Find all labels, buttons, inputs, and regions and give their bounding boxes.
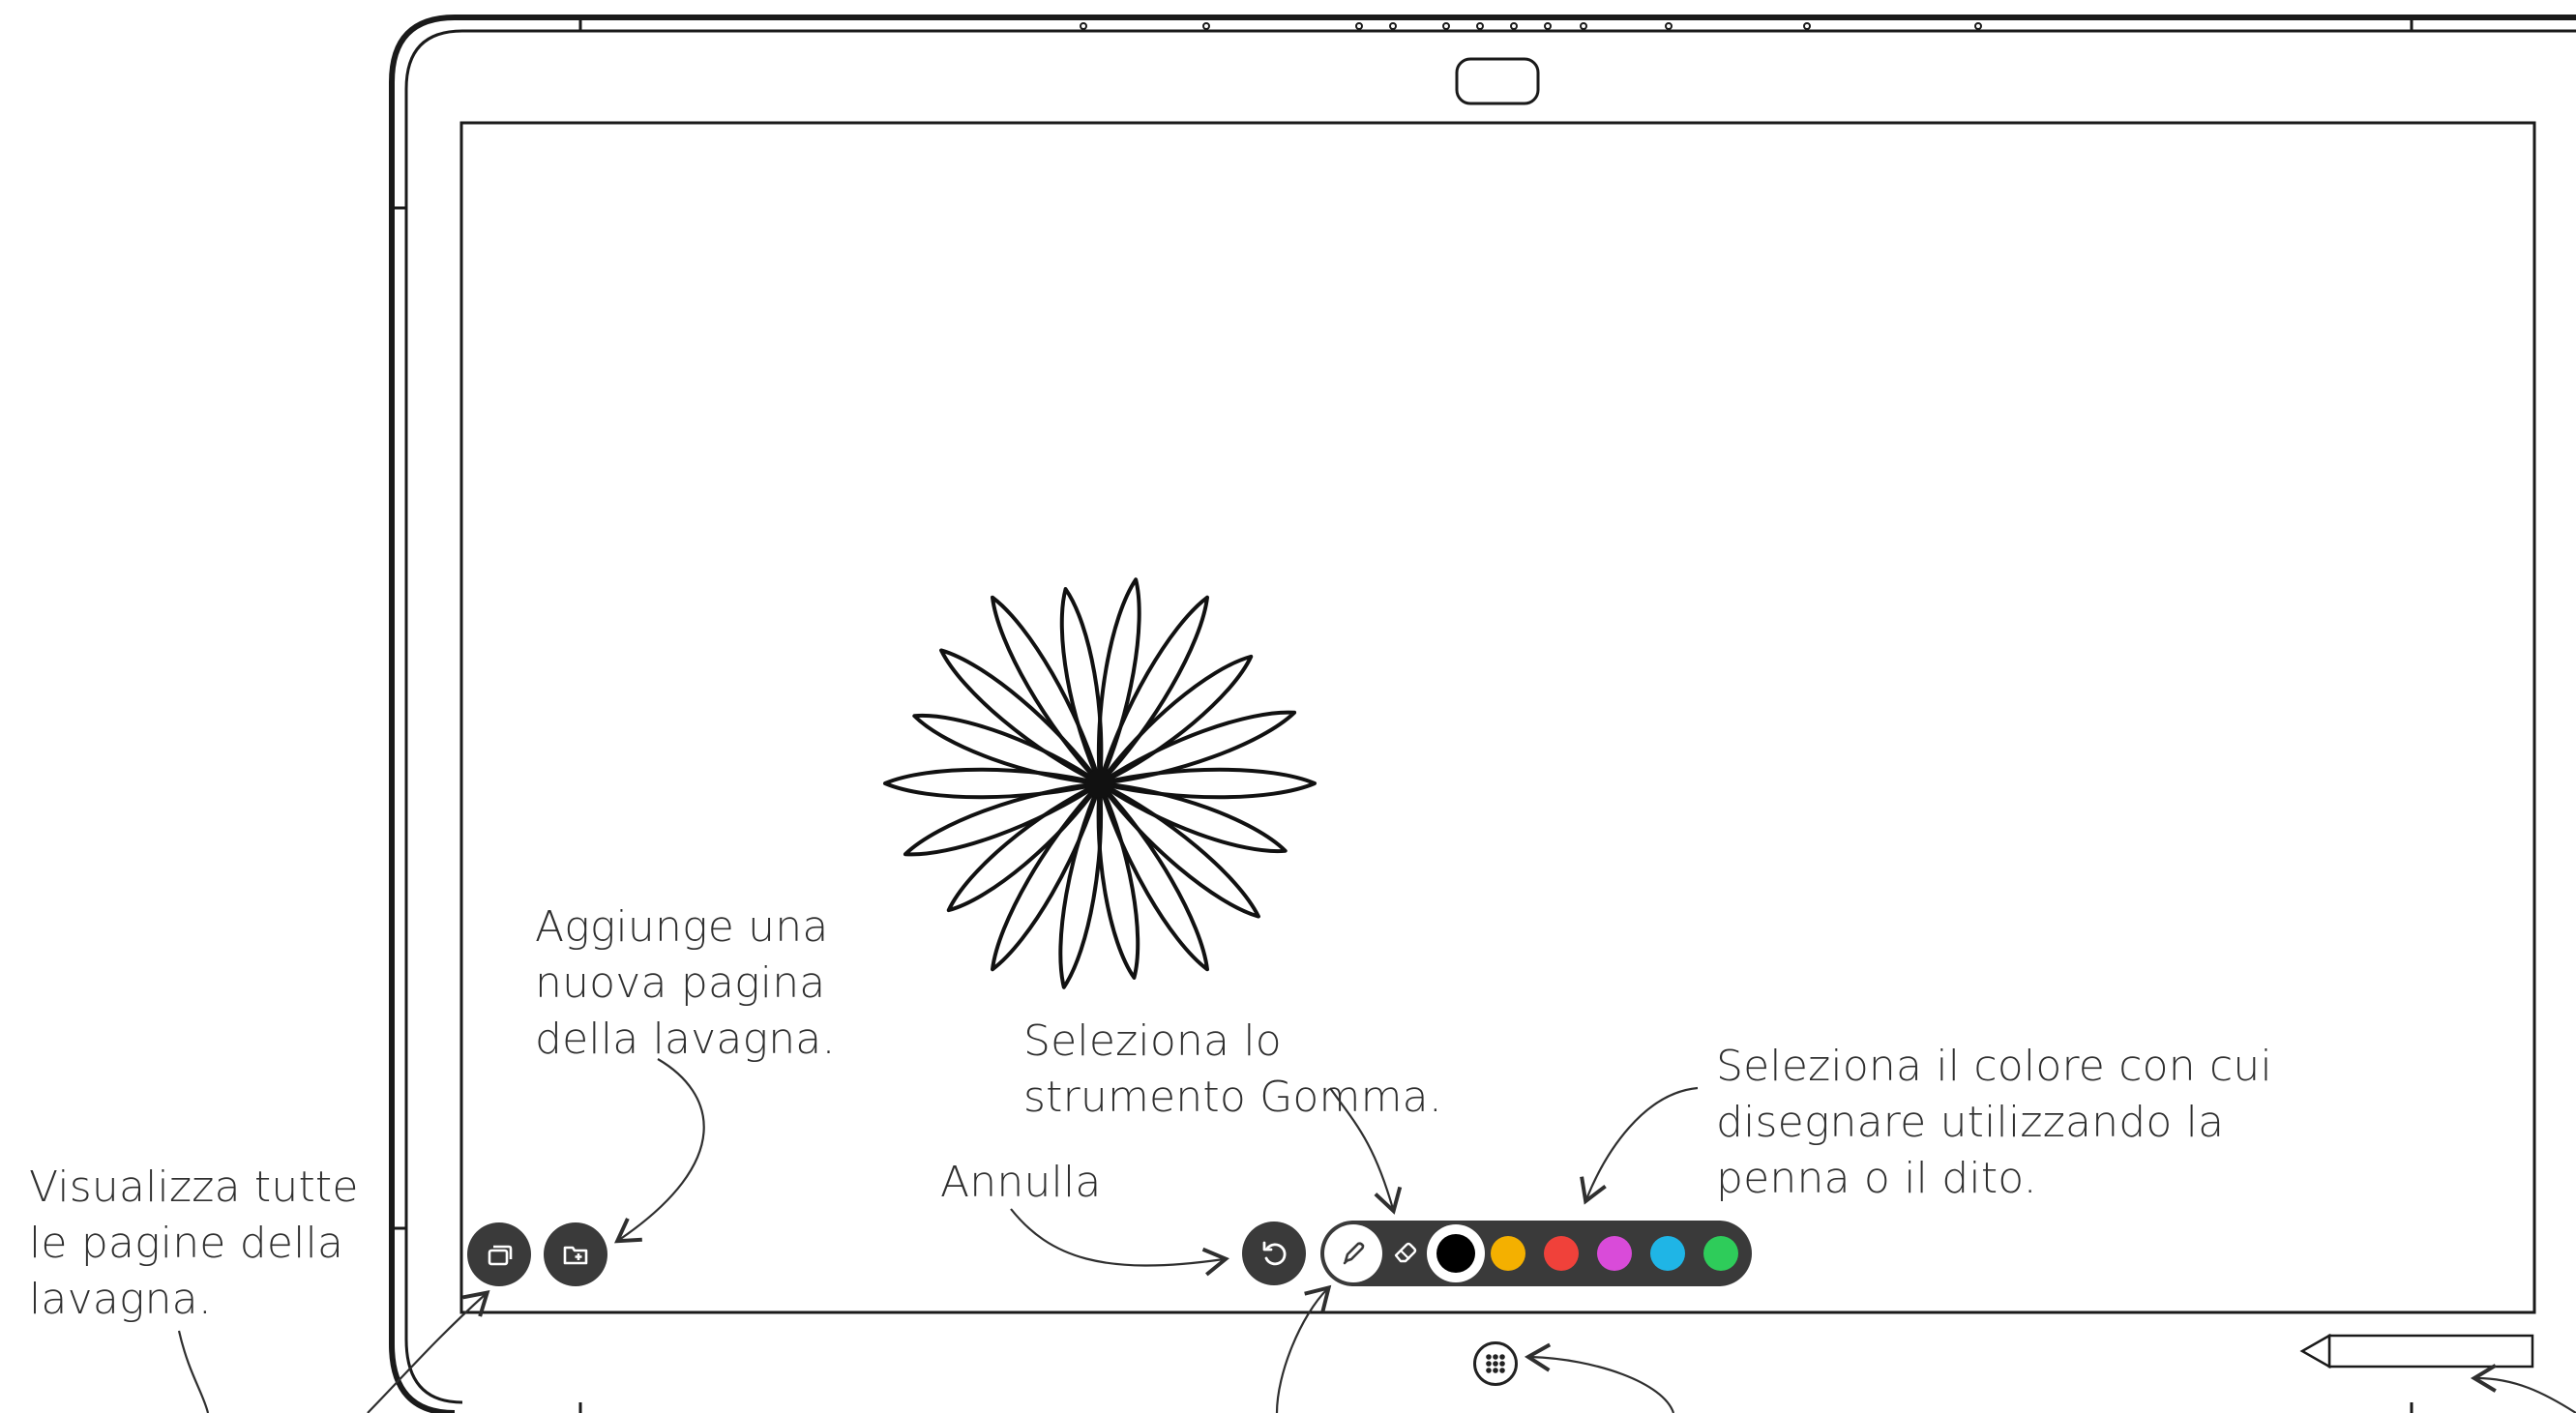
- pages-icon: [483, 1238, 516, 1271]
- callout-line: penna o il dito.: [1716, 1151, 2272, 1207]
- pen-tool-button[interactable]: [1324, 1224, 1382, 1282]
- undo-icon: [1258, 1237, 1290, 1270]
- callout-line: lavagna.: [29, 1272, 359, 1328]
- color-swatch-green[interactable]: [1703, 1236, 1738, 1271]
- new-page-icon: [559, 1238, 592, 1271]
- callout-line: della lavagna.: [535, 1012, 836, 1068]
- color-swatch-black-fill: [1436, 1234, 1475, 1273]
- drawing-toolbar: [1320, 1221, 1752, 1286]
- view-all-pages-button[interactable]: [467, 1222, 531, 1286]
- callout-line: Aggiunge una: [535, 899, 836, 956]
- callout-line: nuova pagina: [535, 956, 836, 1012]
- home-button[interactable]: [1473, 1341, 1518, 1386]
- color-swatch-yellow[interactable]: [1491, 1236, 1525, 1271]
- callout-eraser: Seleziona lo strumento Gomma.: [1023, 1014, 1442, 1126]
- callout-line: Annulla: [940, 1155, 1102, 1211]
- color-swatch-magenta[interactable]: [1597, 1236, 1632, 1271]
- add-page-button[interactable]: [544, 1222, 607, 1286]
- callout-line: le pagine della: [29, 1216, 359, 1272]
- color-swatch-cyan[interactable]: [1650, 1236, 1685, 1271]
- color-swatch-black[interactable]: [1427, 1224, 1485, 1282]
- callout-undo: Annulla: [940, 1155, 1102, 1211]
- callout-line: strumento Gomma.: [1023, 1070, 1442, 1126]
- callout-add-page: Aggiunge una nuova pagina della lavagna.: [535, 899, 836, 1068]
- callout-line: Visualizza tutte: [29, 1160, 359, 1216]
- callout-view-all-pages: Visualizza tutte le pagine della lavagna…: [29, 1160, 359, 1328]
- callout-line: disegnare utilizzando la: [1716, 1095, 2272, 1151]
- undo-button[interactable]: [1242, 1222, 1306, 1285]
- callout-line: Seleziona lo: [1023, 1014, 1442, 1070]
- color-swatch-red[interactable]: [1544, 1236, 1579, 1271]
- callout-color: Seleziona il colore con cui disegnare ut…: [1716, 1039, 2272, 1207]
- pen-icon: [1337, 1237, 1370, 1270]
- callout-line: Seleziona il colore con cui: [1716, 1039, 2272, 1095]
- home-grid-icon: [1476, 1344, 1515, 1383]
- eraser-icon[interactable]: [1390, 1237, 1421, 1268]
